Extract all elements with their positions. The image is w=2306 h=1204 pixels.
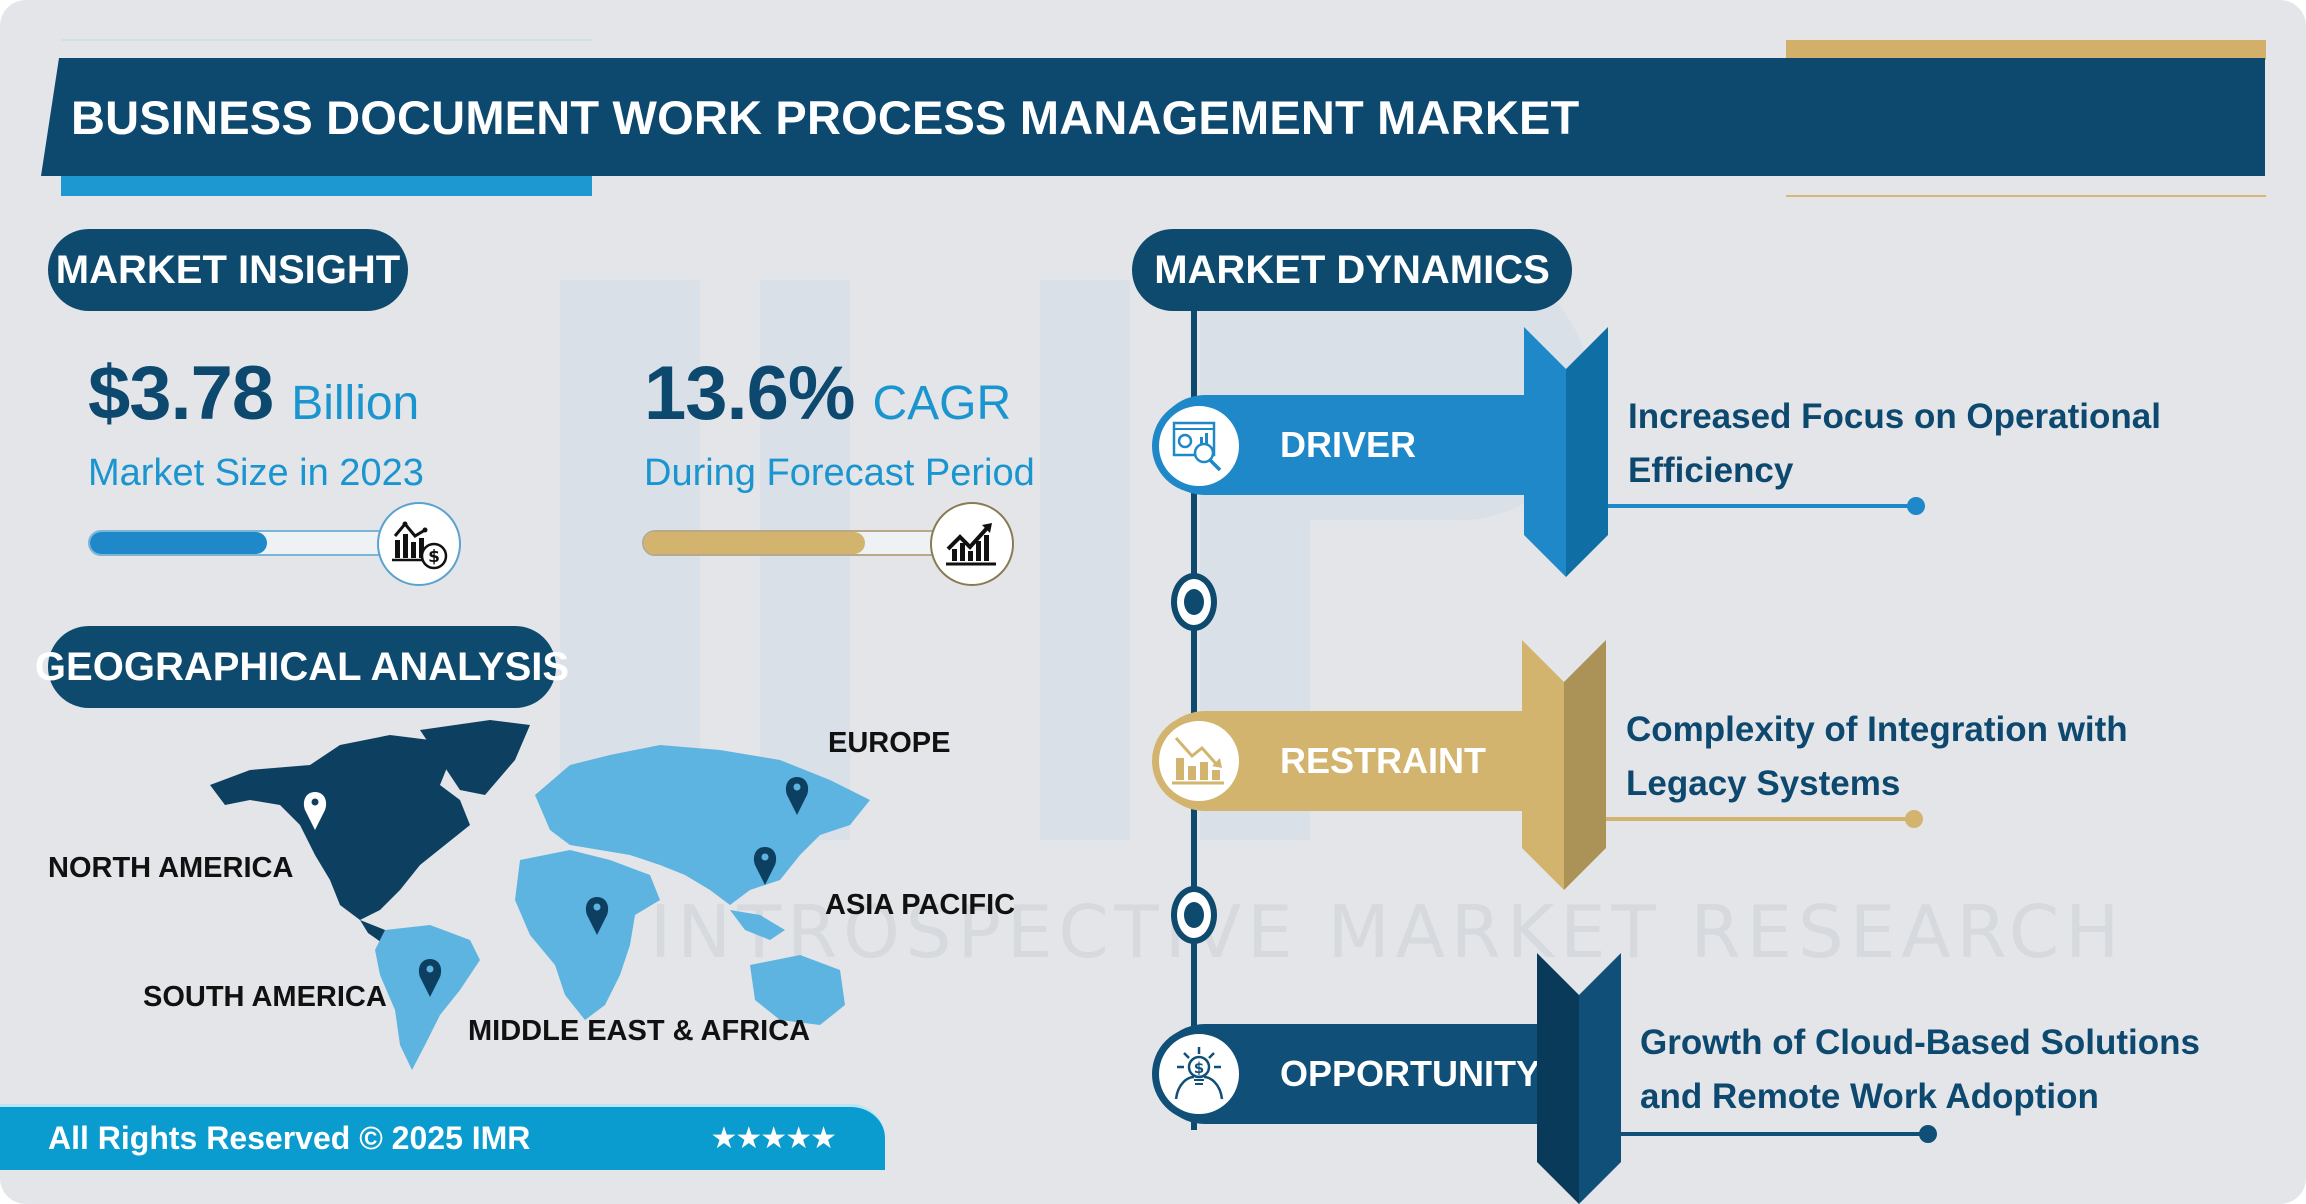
svg-text:$: $ <box>1194 1059 1204 1077</box>
restraint-description-line2: Legacy Systems <box>1626 764 1901 803</box>
region-asia-pacific-islands <box>730 910 785 940</box>
title-gold-accent <box>1786 40 2266 60</box>
market-size-progress-fill <box>90 532 268 554</box>
opportunity-chevron <box>1537 953 1621 1204</box>
region-greenland <box>420 720 530 795</box>
cagr-progress <box>642 530 962 556</box>
bar-chart-dollar-icon: $ <box>377 502 461 586</box>
region-north-america <box>210 735 470 920</box>
footer-bar: All Rights Reserved © 2025 IMR ★★★★★ <box>0 1104 885 1170</box>
market-insight-heading: MARKET INSIGHT <box>48 229 408 311</box>
lightbulb-dollar-icon: $ <box>1152 1027 1246 1121</box>
title-banner: BUSINESS DOCUMENT WORK PROCESS MANAGEMEN… <box>41 58 2265 176</box>
region-australia <box>750 955 845 1025</box>
label-north-america: NORTH AMERICA <box>48 852 294 884</box>
driver-description: Increased Focus on Operational Efficienc… <box>1628 390 2161 498</box>
restraint-leader-dot <box>1905 810 1923 828</box>
opportunity-description-line2: and Remote Work Adoption <box>1640 1077 2099 1116</box>
market-size-progress <box>88 530 398 556</box>
cagr-stat: 13.6% CAGR <box>644 350 1011 437</box>
restraint-description: Complexity of Integration with Legacy Sy… <box>1626 703 2128 811</box>
driver-description-line2: Efficiency <box>1628 451 1794 490</box>
title-blue-accent <box>61 176 592 196</box>
svg-text:$: $ <box>428 547 440 567</box>
growth-chart-arrow-icon <box>930 502 1014 586</box>
pin-north-america-icon <box>303 792 327 830</box>
pin-europe-icon <box>785 777 809 815</box>
label-south-america: SOUTH AMERICA <box>143 981 387 1013</box>
cagr-progress-fill <box>644 532 866 554</box>
timeline-node-1 <box>1171 573 1217 631</box>
restraint-leader-line <box>1606 817 1912 821</box>
opportunity-leader-line <box>1620 1132 1926 1136</box>
timeline-node-2 <box>1171 886 1217 944</box>
driver-label: DRIVER <box>1280 424 1417 465</box>
declining-chart-icon <box>1152 714 1246 808</box>
region-south-america <box>375 925 480 1070</box>
world-map <box>210 720 870 1070</box>
opportunity-description: Growth of Cloud-Based Solutions and Remo… <box>1640 1016 2200 1124</box>
title-accent-line <box>62 39 592 41</box>
pin-asia-pacific-icon <box>753 847 777 885</box>
region-europe-asia <box>535 745 870 905</box>
opportunity-leader-dot <box>1919 1125 1937 1143</box>
label-middle-east-africa: MIDDLE EAST & AFRICA <box>468 1015 811 1047</box>
cagr-value: 13.6% <box>644 351 855 436</box>
label-europe: EUROPE <box>828 727 951 759</box>
title-gold-underline <box>1786 195 2266 197</box>
opportunity-description-line1: Growth of Cloud-Based Solutions <box>1640 1023 2200 1062</box>
page-title: BUSINESS DOCUMENT WORK PROCESS MANAGEMEN… <box>71 90 1580 144</box>
region-middle-east-africa <box>515 850 660 1020</box>
cagr-unit: CAGR <box>872 377 1012 430</box>
market-dynamics-heading: MARKET DYNAMICS <box>1132 229 1572 311</box>
pin-africa-icon <box>585 897 609 935</box>
geographical-analysis-heading: GEOGRAPHICAL ANALYSIS <box>35 626 569 708</box>
market-size-unit: Billion <box>291 377 420 430</box>
driver-description-line1: Increased Focus on Operational <box>1628 397 2161 436</box>
restraint-description-line1: Complexity of Integration with <box>1626 710 2128 749</box>
rating-stars-icon: ★★★★★ <box>710 1122 837 1155</box>
driver-leader-dot <box>1907 497 1925 515</box>
opportunity-label: OPPORTUNITY <box>1280 1053 1541 1094</box>
market-size-stat: $3.78 Billion <box>88 350 419 437</box>
restraint-chevron <box>1522 640 1606 890</box>
restraint-label: RESTRAINT <box>1280 740 1486 781</box>
driver-leader-line <box>1608 504 1914 508</box>
pin-south-america-icon <box>418 959 442 997</box>
cagr-caption: During Forecast Period <box>644 452 1035 494</box>
driver-chevron <box>1524 327 1608 577</box>
watermark-text: INTROSPECTIVE MARKET RESEARCH <box>650 890 2126 974</box>
copyright-text: All Rights Reserved © 2025 IMR <box>48 1120 531 1156</box>
market-size-caption: Market Size in 2023 <box>88 452 424 494</box>
market-size-value: $3.78 <box>88 351 274 436</box>
analytics-magnifier-icon <box>1152 399 1246 493</box>
label-asia-pacific: ASIA PACIFIC <box>825 889 1016 921</box>
